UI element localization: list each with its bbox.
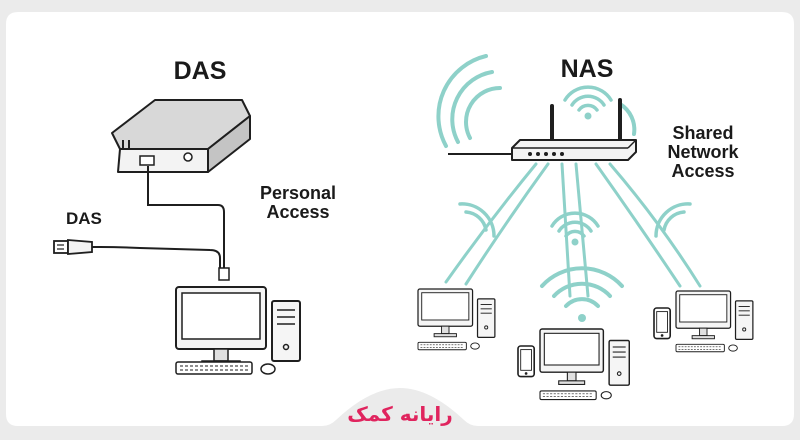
- wifi-icon: [458, 202, 496, 238]
- wifi-icon: [654, 202, 692, 238]
- personal-access-line-1: Personal: [259, 183, 337, 203]
- personal-access-line-2: Access: [266, 201, 330, 222]
- shared-access-line-1: Shared: [672, 123, 734, 143]
- wifi-icon: [436, 54, 502, 148]
- smartphone-icon: [517, 345, 536, 378]
- hard-drive-icon: [111, 99, 251, 173]
- smartphone-icon: [653, 307, 672, 340]
- shared-access-line-2: Network: [667, 141, 739, 162]
- shared-access-line-3: Access: [671, 160, 735, 181]
- personal-access-label: Personal Access: [248, 184, 348, 222]
- wifi-icon: [540, 266, 624, 322]
- desktop-pc-icon: [175, 286, 301, 375]
- brand-logo: رایانه کمک: [347, 402, 453, 426]
- usb-plug-icon: [53, 239, 93, 255]
- wifi-icon: [618, 102, 637, 136]
- das-usb-label: DAS: [66, 209, 102, 228]
- shared-access-label: Shared Network Access: [658, 124, 748, 181]
- nas-title: NAS: [560, 55, 614, 83]
- router-icon: [511, 98, 637, 161]
- das-title: DAS: [173, 57, 227, 85]
